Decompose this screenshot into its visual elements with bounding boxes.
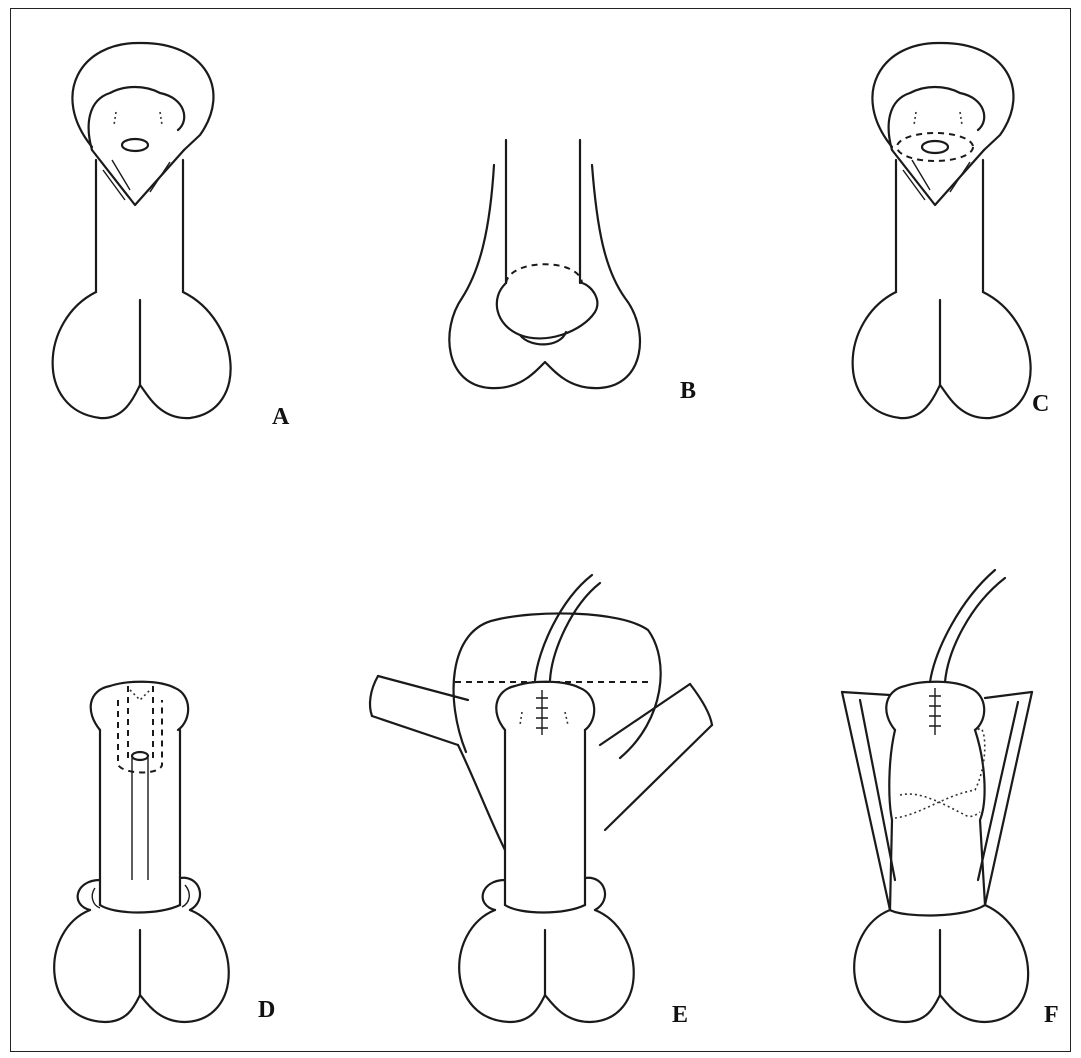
panel-b	[449, 140, 640, 388]
panel-label-c: C	[1032, 391, 1049, 417]
panel-label-b: B	[680, 378, 696, 404]
panel-label-e: E	[672, 1002, 688, 1028]
panel-label-a: A	[272, 404, 290, 430]
panel-label-d: D	[258, 997, 275, 1023]
panel-e	[370, 575, 712, 1022]
panel-f	[842, 570, 1032, 1022]
panel-a	[53, 43, 231, 418]
panel-d	[54, 682, 229, 1022]
panel-c	[853, 43, 1031, 418]
panel-label-f: F	[1044, 1002, 1059, 1028]
